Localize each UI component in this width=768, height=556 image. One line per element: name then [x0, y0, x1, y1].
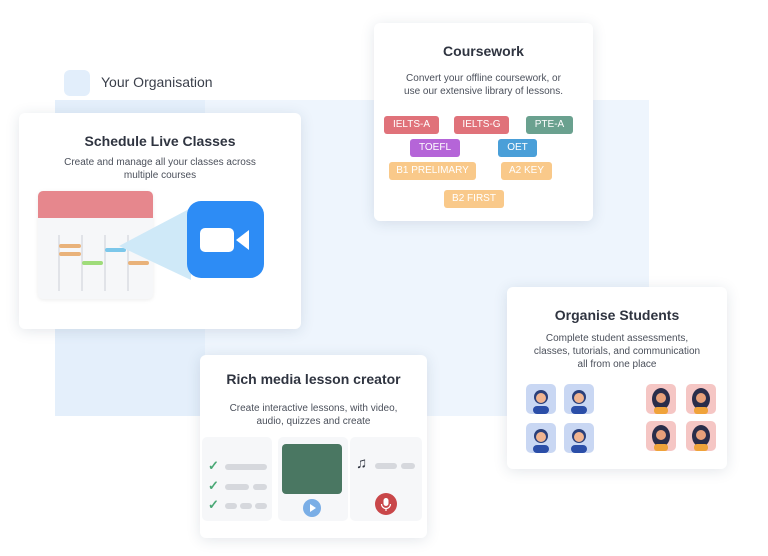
rich-media-card-description: Create interactive lessons, with video, …: [229, 403, 398, 427]
check-icon: ✓: [208, 497, 219, 512]
audio-panel: ♫: [350, 437, 422, 521]
calendar-column-line: [104, 235, 106, 291]
student-avatar[interactable]: [646, 421, 676, 451]
course-tag-oet[interactable]: OET: [498, 139, 537, 157]
quiz-option-line: [225, 484, 249, 490]
schedule-card-title: Schedule Live Classes: [84, 133, 236, 149]
organisation-icon: [64, 70, 90, 96]
calendar-event: [82, 261, 103, 265]
course-tag-toefl[interactable]: TOEFL: [410, 139, 460, 157]
organisation-label: Your Organisation: [101, 74, 213, 90]
quiz-option-line: [225, 464, 267, 470]
course-tag-b1-prelimary[interactable]: B1 PRELIMARY: [389, 162, 476, 180]
check-icon: ✓: [208, 458, 219, 473]
rich-media-card-title: Rich media lesson creator: [226, 371, 401, 387]
calendar-event: [59, 252, 81, 256]
course-tag-ielts-a[interactable]: IELTS-A: [384, 116, 439, 134]
coursework-card-title: Coursework: [443, 43, 524, 59]
schedule-live-classes-card[interactable]: Schedule Live Classes Create and manage …: [19, 113, 301, 329]
quiz-option-line: [240, 503, 252, 509]
students-card-description: Complete student assessments, classes, t…: [533, 333, 701, 370]
check-icon: ✓: [208, 478, 219, 493]
course-tag-ielts-g[interactable]: IELTS-G: [454, 116, 509, 134]
course-tag-a2-key[interactable]: A2 KEY: [501, 162, 552, 180]
calendar-header: [38, 191, 153, 218]
quiz-option-line: [253, 484, 267, 490]
student-avatar[interactable]: [526, 423, 556, 453]
quiz-panel: ✓ ✓ ✓: [202, 437, 272, 521]
audio-track-line: [375, 463, 397, 469]
course-tag-b2-first[interactable]: B2 FIRST: [444, 190, 504, 208]
schedule-card-description: Create and manage all your classes acros…: [64, 157, 256, 181]
video-panel: [278, 437, 348, 521]
video-camera-icon: [200, 228, 249, 252]
student-avatar[interactable]: [646, 384, 676, 414]
calendar-event: [105, 248, 126, 252]
coursework-card-description: Convert your offline coursework, or use …: [404, 73, 563, 97]
student-avatar[interactable]: [564, 384, 594, 414]
video-thumbnail[interactable]: [282, 444, 342, 494]
course-tag-pte-a[interactable]: PTE-A: [526, 116, 573, 134]
student-avatar[interactable]: [686, 384, 716, 414]
quiz-option-line: [225, 503, 237, 509]
calendar-event: [128, 261, 149, 265]
student-avatar[interactable]: [564, 423, 594, 453]
music-note-icon: ♫: [356, 455, 368, 472]
quiz-option-line: [255, 503, 267, 509]
calendar-event: [59, 244, 81, 248]
organise-students-card[interactable]: Organise Students Complete student asses…: [507, 287, 727, 469]
projection-beam: [119, 208, 191, 280]
microphone-icon[interactable]: [375, 493, 397, 515]
video-call-tile[interactable]: [187, 201, 264, 278]
play-icon[interactable]: [303, 499, 321, 517]
coursework-card[interactable]: Coursework Convert your offline coursewo…: [374, 23, 593, 221]
students-card-title: Organise Students: [554, 307, 680, 323]
rich-media-lesson-card[interactable]: Rich media lesson creator Create interac…: [200, 355, 427, 538]
student-avatar[interactable]: [526, 384, 556, 414]
student-avatar[interactable]: [686, 421, 716, 451]
audio-track-line: [401, 463, 415, 469]
calendar-column-line: [58, 235, 60, 291]
